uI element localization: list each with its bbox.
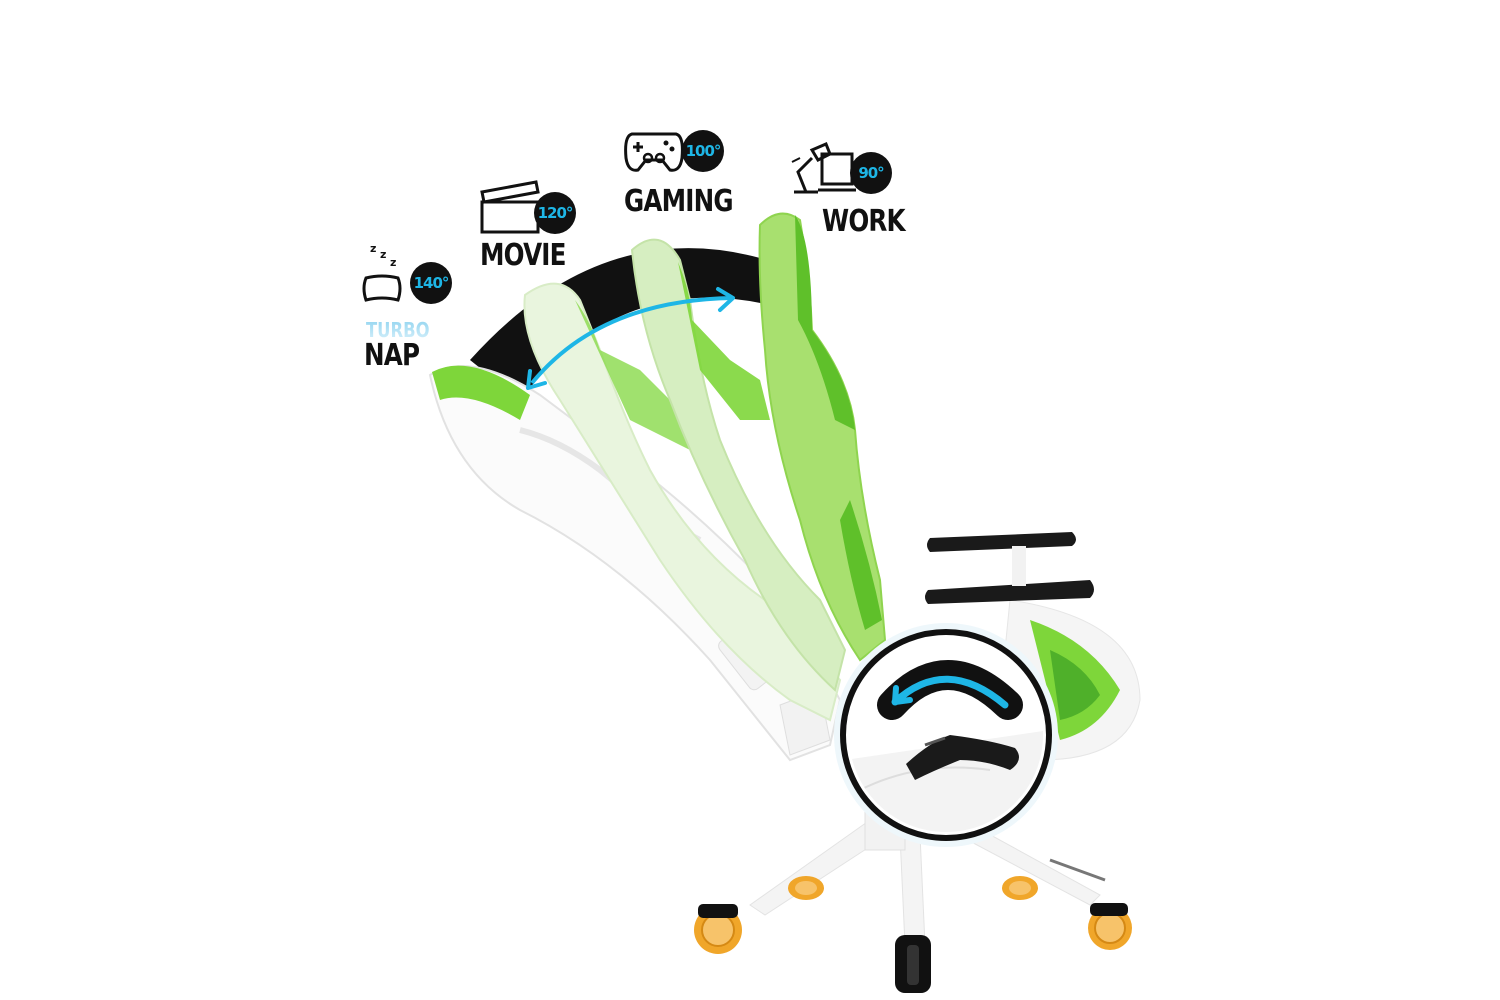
caster-wheel: [788, 876, 824, 900]
mode-label: GAMING: [624, 184, 734, 219]
caster-wheel: [1002, 876, 1038, 900]
mode-nap: z z z 140° TURBO NAP: [362, 238, 462, 378]
desk-lamp-laptop-icon: [791, 142, 856, 194]
svg-text:z: z: [380, 248, 386, 261]
caster-wheel: [1088, 903, 1132, 950]
armrest: [925, 532, 1094, 604]
svg-text:z: z: [370, 242, 376, 255]
angle-value: 100°: [685, 142, 722, 160]
mode-gaming: 100° GAMING: [622, 128, 752, 224]
angle-badge: 100°: [682, 130, 724, 172]
angle-value: 140°: [413, 274, 450, 292]
caster-wheel: [694, 904, 742, 954]
mode-movie: 120° MOVIE: [478, 176, 588, 276]
gamepad-icon: [624, 132, 684, 172]
caster-wheel: [895, 935, 931, 993]
lever-zoom-circle: [834, 623, 1058, 847]
mode-label: WORK: [822, 204, 906, 239]
curved-arrow-left-icon: [877, 660, 1023, 720]
clapperboard-icon: [480, 180, 540, 234]
backrest-position-100: [630, 238, 847, 692]
pillow-sleep-icon: z z z: [362, 242, 402, 302]
backrest-position-90: [758, 212, 887, 662]
angle-badge: 90°: [850, 152, 892, 194]
angle-badge: 120°: [534, 192, 576, 234]
mode-label: MOVIE: [480, 238, 566, 273]
backrest-position-120: [523, 282, 842, 722]
mode-label: NAP: [364, 338, 420, 373]
double-headed-arc-arrow-icon: [526, 287, 735, 390]
angle-value: 120°: [537, 204, 574, 222]
angle-value: 90°: [858, 164, 884, 182]
angle-badge: 140°: [410, 262, 452, 304]
mode-work: 90° WORK: [788, 140, 908, 244]
turbo-prefix: TURBO: [366, 318, 430, 342]
recline-lever-icon: [906, 735, 1019, 780]
svg-text:z: z: [390, 256, 396, 269]
